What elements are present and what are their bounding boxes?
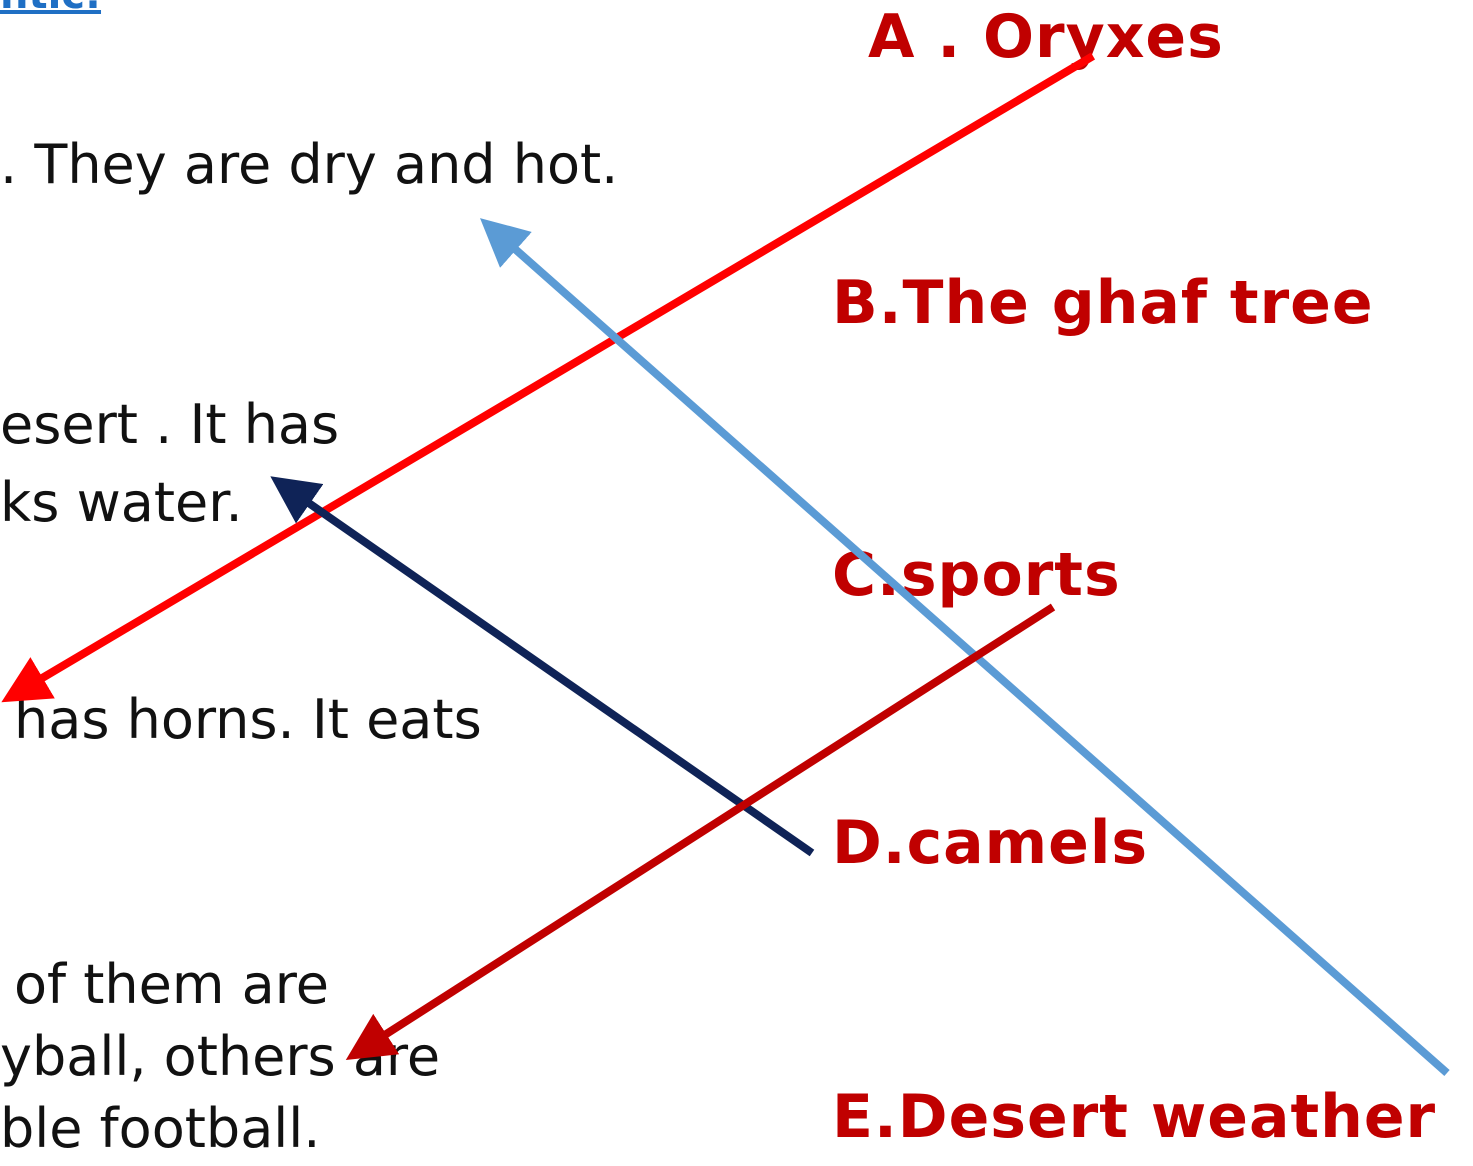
- arrow-camels-to-statement-2: [270, 476, 815, 857]
- arrow-weather-to-statement-1: [480, 218, 1450, 1076]
- option-c-sports: C.sports: [832, 540, 1121, 610]
- option-e-desert-weather: E.Desert weather: [832, 1082, 1437, 1152]
- statement-4-line-2: yball, others are: [0, 1025, 441, 1088]
- statement-3-line-1: has horns. It eats: [14, 688, 482, 751]
- statement-1-line-1: . They are dry and hot.: [0, 133, 619, 196]
- option-b-ghaf-tree: B.The ghaf tree: [832, 268, 1374, 338]
- option-a-oryxes: A . Oryxes: [868, 2, 1224, 72]
- statement-4-line-3: ble football.: [0, 1097, 321, 1160]
- statement-2-line-1: esert . It has: [0, 393, 340, 456]
- option-d-camels: D.camels: [832, 808, 1149, 878]
- heading-fragment: ntic:: [0, 0, 101, 18]
- statement-4-line-1: of them are: [14, 953, 329, 1016]
- statement-2-line-2: ks water.: [0, 471, 243, 534]
